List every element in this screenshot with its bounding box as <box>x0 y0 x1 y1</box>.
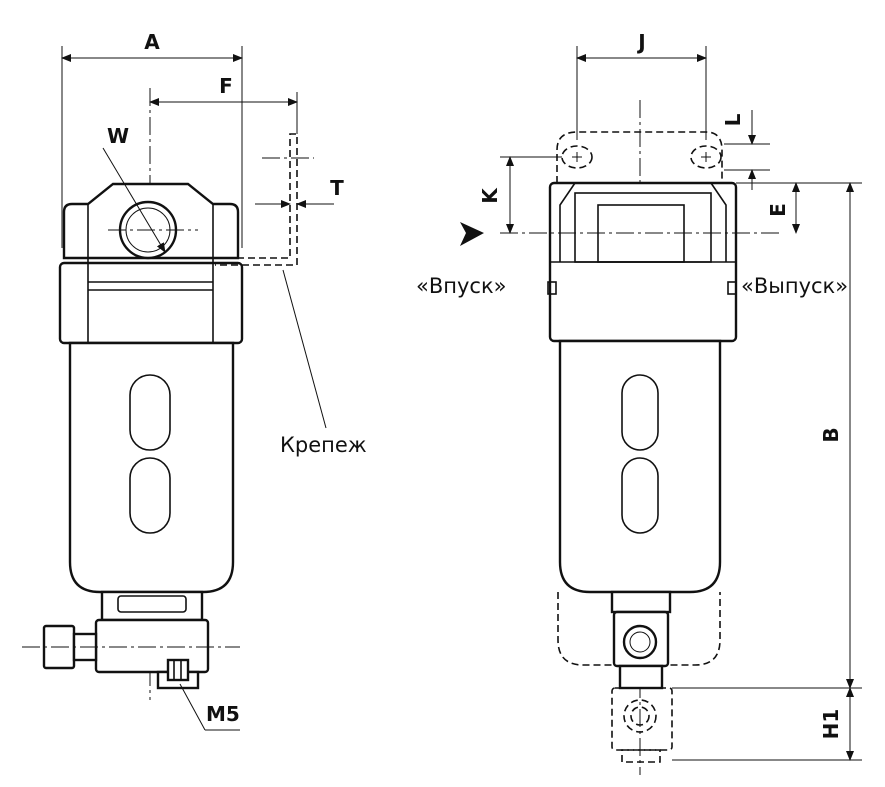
dim-B: B <box>819 427 843 442</box>
dim-T: T <box>330 176 344 200</box>
dim-F: F <box>219 74 233 98</box>
mount-hole-right <box>690 145 722 169</box>
left-sight-window-1 <box>129 374 171 451</box>
left-bowl <box>68 341 235 594</box>
drain-block <box>94 618 210 674</box>
dim-L: L <box>721 113 745 126</box>
left-view: A F W T Крепеж M5 <box>22 30 367 731</box>
right-sight-window-1 <box>621 374 659 451</box>
dim-W: W <box>107 124 129 148</box>
flow-arrow-icon <box>460 222 484 246</box>
right-bowl <box>558 339 722 594</box>
dim-E: E <box>766 203 790 217</box>
label-mount: Крепеж <box>280 433 367 457</box>
label-outlet: «Выпуск» <box>741 274 848 298</box>
right-bracket <box>556 131 723 183</box>
mount-hole-left <box>561 145 593 169</box>
left-sight-window-2 <box>129 457 171 534</box>
dim-J: J <box>636 30 645 54</box>
right-sight-window-2 <box>621 457 659 534</box>
dim-A: A <box>144 30 160 54</box>
dim-H1: H1 <box>819 709 843 740</box>
label-inlet: «Впуск» <box>416 274 507 298</box>
right-view: «Впуск» «Выпуск» J L K E B H1 <box>416 30 862 775</box>
dim-K: K <box>478 187 502 204</box>
mount-bracket <box>215 133 298 266</box>
dim-M5: M5 <box>206 702 240 726</box>
